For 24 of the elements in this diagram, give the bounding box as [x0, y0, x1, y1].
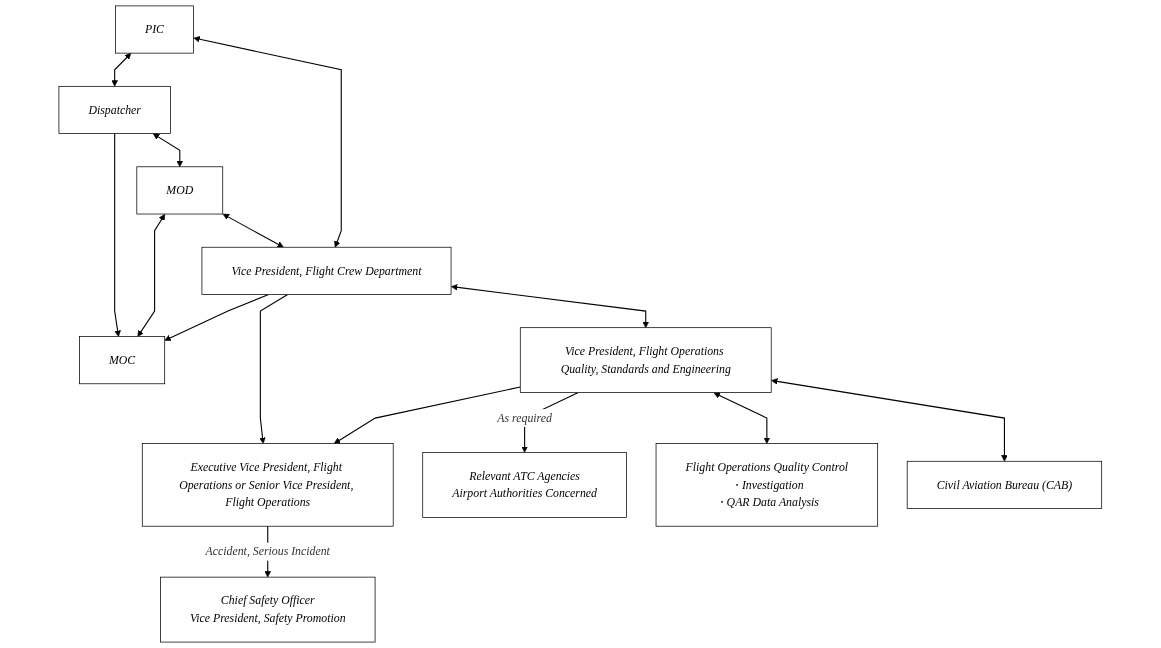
arrow	[114, 133, 122, 337]
edge-label: As required	[497, 411, 553, 424]
arrow	[193, 36, 342, 248]
node-box: Civil Aviation Bureau (CAB)	[907, 460, 1103, 509]
arrow	[771, 378, 1008, 462]
node-box: Dispatcher	[58, 85, 171, 134]
arrow	[137, 214, 166, 337]
arrow	[334, 386, 522, 444]
node-box: Vice President, Flight Operations Quality, Standards and Engineering	[520, 327, 772, 393]
node-box: Chief Safety Officer Vice President, Safety Promotion	[160, 576, 376, 643]
node-box: Vice President, Flight Crew Department	[201, 246, 452, 295]
node-box: MOD	[136, 166, 224, 215]
node-box: Flight Operations Quality Control ・Investigation ・QAR Data Analysis	[655, 443, 879, 527]
arrow	[451, 284, 650, 328]
edge-label: Accident, Serious Incident	[205, 545, 331, 558]
arrow	[713, 392, 771, 444]
arrow	[222, 213, 284, 248]
arrow	[259, 293, 289, 444]
node-box: Relevant ATC Agencies Airport Authorities Concerned	[422, 452, 628, 518]
node-box: PIC	[115, 5, 195, 54]
node-box: Executive Vice President, Flight Operations or Senior Vice President, Flight Operations	[142, 443, 394, 527]
node-box: MOC	[79, 336, 166, 385]
arrow	[111, 53, 132, 87]
arrow	[153, 133, 184, 168]
